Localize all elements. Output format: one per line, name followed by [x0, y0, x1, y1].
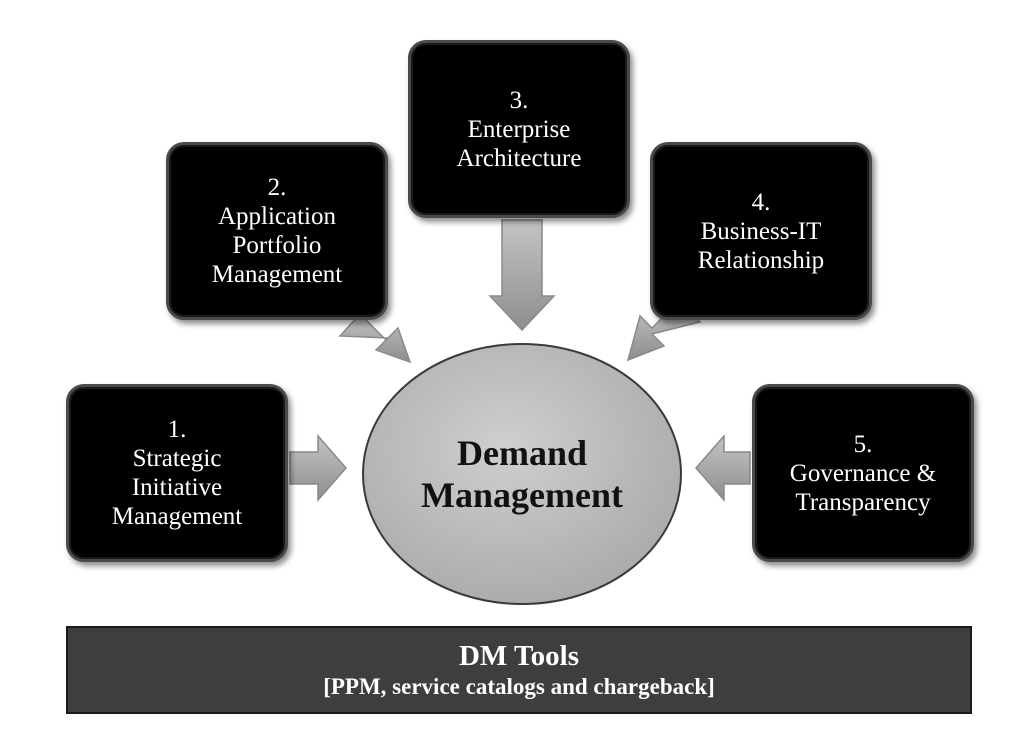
box-strategic-number: 1. [167, 416, 187, 443]
box-governance-transparency: 5. Governance & Transparency [752, 384, 974, 562]
box-business-line-1: Business-IT [700, 217, 822, 245]
box-strategic-line-3: Management [111, 503, 243, 530]
arrow-governance-to-center [695, 434, 751, 502]
box-strategic-line-2: Initiative [131, 474, 223, 501]
box-business-number: 4. [751, 188, 771, 216]
center-ellipse-shape [362, 343, 682, 605]
box-governance-line-1: Governance & [789, 459, 937, 487]
dm-tools-bar: DM Tools [PPM, service catalogs and char… [66, 626, 972, 714]
dm-tools-subtitle: [PPM, service catalogs and chargeback] [323, 674, 715, 699]
box-application-number: 2. [267, 174, 287, 201]
box-governance-line-2: Transparency [795, 488, 931, 516]
box-application-text: 2. Application Portfolio Management [212, 173, 343, 289]
box-enterprise-architecture: 3. Enterprise Architecture [408, 40, 630, 218]
box-enterprise-text: 3. Enterprise Architecture [457, 86, 582, 173]
arrow-strategic-to-center [289, 434, 347, 502]
center-line-1: Demand [456, 433, 587, 473]
center-text: Demand Management [421, 432, 623, 516]
box-enterprise-line-1: Enterprise [467, 115, 571, 143]
dm-tools-title: DM Tools [458, 640, 580, 672]
center-demand-management: Demand Management [363, 344, 681, 604]
box-application-line-1: Application [217, 203, 336, 230]
center-line-2: Management [421, 475, 623, 515]
box-application-line-2: Portfolio [232, 232, 322, 259]
box-application-line-3: Management [211, 261, 343, 288]
box-business-line-2: Relationship [697, 246, 825, 274]
box-enterprise-number: 3. [509, 86, 529, 114]
arrow-enterprise-to-center [488, 219, 556, 332]
box-enterprise-line-2: Architecture [456, 144, 582, 172]
box-governance-number: 5. [853, 430, 873, 458]
box-strategic-text: 1. Strategic Initiative Management [112, 415, 243, 531]
box-business-text: 4. Business-IT Relationship [698, 188, 824, 275]
box-strategic-line-1: Strategic [132, 445, 222, 472]
box-business-it-relationship: 4. Business-IT Relationship [650, 142, 872, 320]
box-application-portfolio: 2. Application Portfolio Management [166, 142, 388, 320]
box-strategic-initiative: 1. Strategic Initiative Management [66, 384, 288, 562]
box-governance-text: 5. Governance & Transparency [790, 430, 936, 517]
